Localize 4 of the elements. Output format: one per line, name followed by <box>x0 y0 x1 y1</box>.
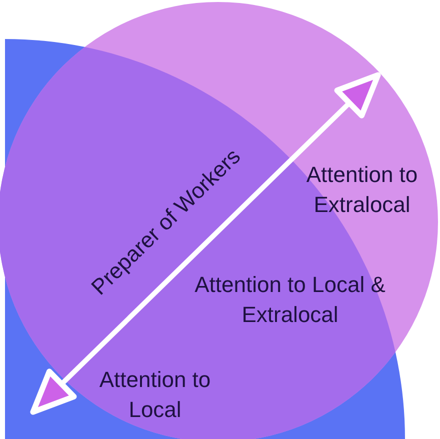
region-label: Attention to Local & Extralocal <box>194 271 386 329</box>
region-label: Attention to Local <box>98 366 212 424</box>
double-arrow <box>30 72 381 415</box>
region-label: Attention to Extralocal <box>305 161 419 219</box>
